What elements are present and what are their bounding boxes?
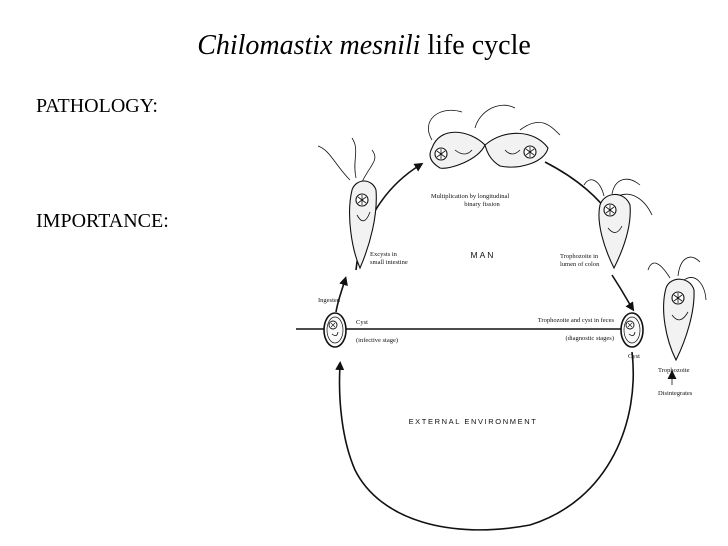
label-excysts-1: Excysts in: [370, 251, 398, 258]
label-disintegrates: Disintegrates: [658, 390, 693, 397]
label-cyst-right: Cyst: [628, 353, 640, 360]
colon-trophozoite-icon: [583, 178, 653, 270]
label-infective: (infective stage): [356, 337, 398, 344]
dividing-trophozoites-icon: [428, 104, 561, 169]
svg-text:Trophozoite in: Trophozoite in: [560, 253, 599, 260]
excysted-trophozoite-icon: [317, 137, 377, 270]
feces-cyst-icon: [620, 312, 644, 348]
external-trophozoite-icon: [647, 256, 707, 362]
ingested-cyst-icon: [323, 312, 347, 348]
label-fission-2: binary fission: [464, 201, 500, 208]
label-cyst-left: Cyst: [356, 319, 368, 326]
label-external-environment: EXTERNAL ENVIRONMENT: [409, 417, 538, 426]
label-excysts-2: small intestine: [370, 259, 408, 266]
label-trophozoite: Trophozoite: [658, 367, 690, 374]
label-fission-1: Multiplication by longitudinal: [431, 193, 510, 200]
label-troph-cyst-feces: Trophozoite and cyst in feces: [538, 317, 615, 324]
svg-text:Multiplication by longitudinal: Multiplication by longitudinal: [431, 193, 510, 200]
label-man: MAN: [471, 250, 496, 260]
pathology-heading: PATHOLOGY:: [36, 95, 158, 117]
label-diagnostic: (diagnostic stages): [565, 335, 614, 342]
title-species: Chilomastix mesnili: [197, 30, 421, 61]
svg-text:small intestine: small intestine: [370, 259, 408, 266]
svg-text:binary fission: binary fission: [464, 201, 500, 208]
arrow-ingested-up: [335, 276, 348, 313]
arrow-bottom-loop: [335, 351, 634, 531]
svg-text:lumen of colon: lumen of colon: [560, 261, 600, 268]
importance-heading: IMPORTANCE:: [36, 210, 169, 232]
label-troph-colon-2: lumen of colon: [560, 261, 600, 268]
title-rest: life cycle: [420, 30, 531, 61]
arrow-right-down: [611, 274, 635, 312]
svg-text:Excysts in: Excysts in: [370, 251, 398, 258]
label-ingested: Ingested: [318, 297, 341, 304]
label-troph-colon-1: Trophozoite in: [560, 253, 599, 260]
page-title: Chilomastix mesnili life cycle: [0, 30, 728, 62]
